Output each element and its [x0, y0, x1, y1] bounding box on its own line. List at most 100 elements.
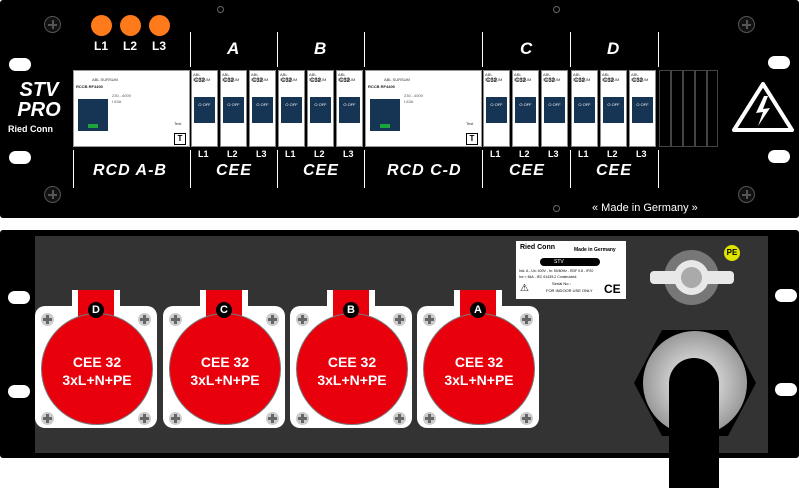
mcb-switch[interactable]: O OFF: [339, 97, 360, 123]
mcb-switch[interactable]: O OFF: [223, 97, 244, 123]
blank-cover: [707, 70, 718, 147]
screw-icon: [138, 313, 151, 326]
socket-line1: CEE 32: [200, 354, 250, 370]
riedconn-logo: Ried Conn: [8, 124, 53, 134]
led-l3: [149, 15, 170, 36]
phase-label: L2: [519, 149, 530, 159]
phase-label: L2: [607, 149, 618, 159]
mcb-switch[interactable]: O OFF: [544, 97, 565, 123]
mcb-off-label: O OFF: [285, 102, 298, 107]
nameplate-serial: Serial No.:: [552, 281, 571, 286]
nameplate-spec2: Inc < 6kA - IEC 61439-2 Constructed:: [519, 275, 578, 279]
divider: [570, 150, 571, 188]
mcb-switch[interactable]: O OFF: [486, 97, 507, 123]
divider: [482, 32, 483, 67]
cee-label-b: CEE: [303, 162, 339, 179]
phase-label: L3: [548, 149, 559, 159]
rack-slot: [768, 150, 790, 163]
mcb-rating: C32: [194, 78, 206, 84]
group-label-b: B: [314, 39, 327, 58]
group-label-d: D: [607, 39, 620, 58]
mcb-switch[interactable]: O OFF: [252, 97, 273, 123]
mcb-brand: ABL SURSUM: [514, 72, 532, 82]
rcd-model: RCCB RF4400: [76, 84, 103, 89]
rcd-rating: 230...400V: [404, 93, 424, 98]
rcd-test-button[interactable]: T: [466, 133, 478, 145]
screw-icon: [520, 412, 533, 425]
hole: [553, 6, 560, 13]
mcb-off-label: O OFF: [227, 102, 240, 107]
mcb-rating: C32: [515, 78, 527, 84]
divider: [190, 32, 191, 67]
mcb-off-label: O OFF: [314, 102, 327, 107]
divider: [658, 150, 659, 188]
phase-label: L1: [578, 149, 589, 159]
divider: [482, 150, 483, 188]
phase-label: L1: [198, 149, 209, 159]
mcb-rating: C32: [603, 78, 615, 84]
rack-slot: [9, 151, 31, 164]
screw-icon: [520, 313, 533, 326]
rcd-test-label: Test: [466, 121, 474, 126]
screw-icon: [44, 16, 61, 33]
divider: [570, 32, 571, 67]
mcb-switch[interactable]: O OFF: [194, 97, 215, 123]
mcb-switch[interactable]: O OFF: [574, 97, 595, 123]
mcb-off-label: O OFF: [343, 102, 356, 107]
phase-label: L3: [256, 149, 267, 159]
mcb-switch[interactable]: O OFF: [281, 97, 302, 123]
screw-icon: [738, 16, 755, 33]
mcb-brand: ABL SURSUM: [280, 72, 298, 82]
socket-id-badge: A: [470, 302, 486, 318]
mcb-rating: C32: [252, 78, 264, 84]
cee-label-c: CEE: [509, 162, 545, 179]
hole: [217, 6, 224, 13]
screw-icon: [44, 186, 61, 203]
mcb-switch[interactable]: O OFF: [310, 97, 331, 123]
mcb-switch[interactable]: O OFF: [603, 97, 624, 123]
brand-line1: STV: [19, 79, 59, 101]
phase-label: L3: [636, 149, 647, 159]
mcb-brand: ABL SURSUM: [338, 72, 356, 82]
socket-id-badge: B: [343, 302, 359, 318]
rcd-brand: ABL SURSUM: [92, 77, 118, 82]
screw-icon: [169, 412, 182, 425]
screw-icon: [169, 313, 182, 326]
mcb-brand: ABL SURSUM: [193, 72, 211, 82]
mcb-rating: C32: [544, 78, 556, 84]
blank-cover: [659, 70, 671, 147]
divider: [73, 150, 74, 188]
mcb-switch[interactable]: O OFF: [515, 97, 536, 123]
screw-icon: [423, 313, 436, 326]
led-label: L1: [94, 39, 109, 53]
phase-label: L1: [285, 149, 296, 159]
phase-label: L3: [343, 149, 354, 159]
divider: [277, 150, 278, 188]
rcd-current: I 63A: [112, 99, 122, 104]
mcb-switch[interactable]: O OFF: [632, 97, 653, 123]
rack-slot: [775, 383, 797, 396]
group-label-c: C: [520, 39, 533, 58]
rcd-indicator: [380, 124, 390, 128]
mcb-rating: C32: [574, 78, 586, 84]
group-label-a: A: [227, 39, 240, 58]
led-l1: [91, 15, 112, 36]
high-voltage-icon: [732, 82, 794, 132]
rcd-test-button[interactable]: T: [174, 133, 186, 145]
